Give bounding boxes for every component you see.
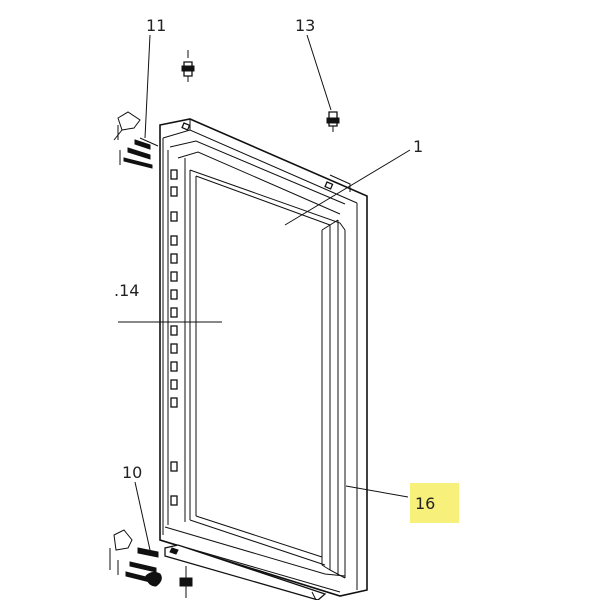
inner-panel — [189, 169, 346, 579]
top-rail-marks — [181, 122, 334, 190]
door-frame — [159, 118, 368, 597]
callout-16-highlight — [410, 483, 459, 523]
callout-10: 10 — [122, 463, 142, 482]
callout-16: 16 — [415, 494, 435, 513]
top-pin-icon — [326, 111, 340, 132]
cap-icon — [145, 571, 162, 587]
leader-lines — [118, 34, 411, 551]
bottom-bracket — [164, 544, 327, 600]
callout-11: 11 — [146, 16, 166, 35]
callout-14: .14 — [114, 281, 139, 300]
callout-1: 1 — [413, 137, 423, 156]
rail-slots — [170, 169, 178, 506]
hinge-screw-icon — [123, 137, 159, 169]
callout-13: 13 — [295, 16, 315, 35]
loose-pin-icon — [181, 50, 195, 82]
bottom-hinge-screw-icon — [125, 547, 159, 583]
top-hinge-assembly — [113, 111, 159, 169]
bottom-hinge-assembly — [109, 529, 162, 587]
